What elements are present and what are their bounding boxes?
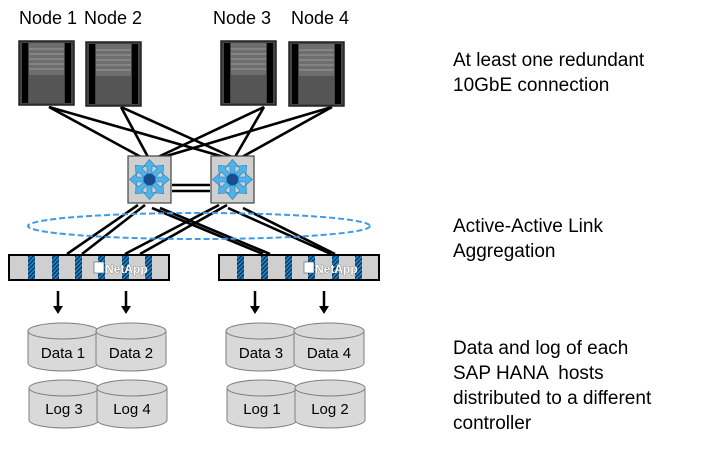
annotation-connection: At least one redundant 10GbE connection bbox=[453, 48, 644, 98]
server-node-2-icon bbox=[85, 41, 142, 107]
link-aggregation-ellipse bbox=[27, 212, 371, 240]
arrow-down-icon bbox=[319, 306, 329, 314]
volume-label: Log 3 bbox=[45, 401, 83, 418]
volume-label: Log 1 bbox=[243, 401, 281, 418]
volume-label: Data 1 bbox=[41, 345, 85, 362]
annotation-line: SAP HANA hosts bbox=[453, 363, 604, 384]
server-node-1-icon bbox=[18, 40, 75, 106]
annotation-link-aggregation: Active-Active Link Aggregation bbox=[453, 214, 603, 264]
network-switch-icon bbox=[128, 156, 171, 203]
arrow-down-icon bbox=[53, 306, 63, 314]
volume-label: Data 4 bbox=[307, 345, 351, 362]
node-label: Node 4 bbox=[291, 8, 349, 28]
node-label: Node 2 bbox=[84, 8, 142, 28]
network-switch-icon bbox=[211, 156, 254, 203]
switch-controller-links bbox=[66, 203, 336, 256]
node-label: Node 1 bbox=[19, 8, 77, 28]
volume-label: Data 2 bbox=[109, 345, 153, 362]
node-label: Node 3 bbox=[213, 8, 271, 28]
server-node-4-icon bbox=[288, 41, 345, 107]
annotation-line: 10GbE connection bbox=[453, 75, 610, 96]
netapp-logo-icon bbox=[303, 261, 315, 274]
annotation-line: Data and log of each bbox=[453, 338, 629, 359]
volume-label: Log 4 bbox=[113, 401, 151, 418]
arrow-down-icon bbox=[250, 306, 260, 314]
annotation-line: controller bbox=[453, 413, 532, 434]
volume-label: Data 3 bbox=[239, 345, 283, 362]
annotation-distribution: Data and log of each SAP HANA hosts dist… bbox=[453, 336, 651, 436]
arrow-down-icon bbox=[121, 306, 131, 314]
annotation-line: Aggregation bbox=[453, 241, 556, 262]
volume-label: Log 2 bbox=[311, 401, 349, 418]
netapp-logo-icon bbox=[93, 261, 105, 274]
controller-brand: NetApp bbox=[315, 262, 358, 276]
annotation-line: distributed to a different bbox=[453, 388, 652, 409]
annotation-line: Active-Active Link bbox=[453, 216, 603, 237]
controller-storage-arrows bbox=[53, 291, 329, 314]
controller-brand: NetApp bbox=[105, 262, 148, 276]
server-node-3-icon bbox=[220, 40, 277, 106]
storage-controller-1: NetApp bbox=[8, 254, 170, 281]
storage-controller-2: NetApp bbox=[218, 254, 380, 281]
annotation-line: At least one redundant bbox=[453, 50, 645, 71]
node-switch-links bbox=[48, 105, 333, 159]
